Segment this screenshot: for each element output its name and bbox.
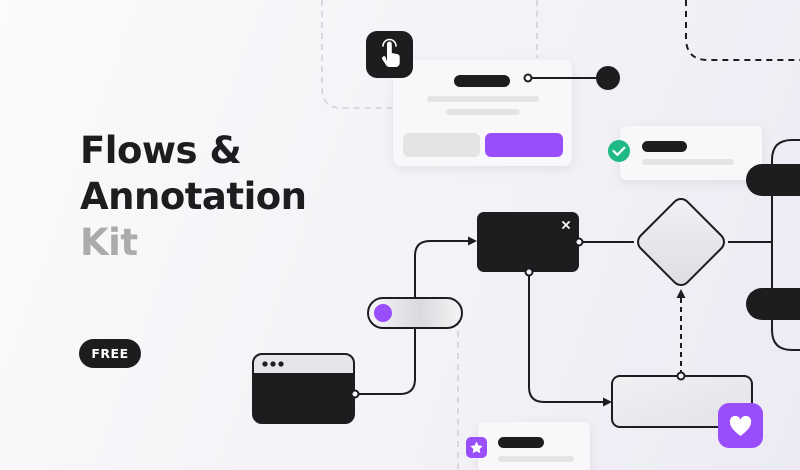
decision-node bbox=[637, 198, 725, 286]
connector-port bbox=[574, 237, 584, 247]
free-badge: FREE bbox=[79, 339, 141, 368]
star-icon bbox=[466, 437, 487, 458]
connector-port bbox=[523, 73, 533, 83]
arrow-head bbox=[676, 289, 686, 298]
window-node bbox=[252, 353, 355, 424]
popup-card bbox=[393, 60, 572, 166]
heart-icon[interactable] bbox=[718, 403, 763, 448]
arrow-head bbox=[603, 397, 612, 407]
popup-secondary-button[interactable] bbox=[403, 133, 480, 157]
toggle-knob bbox=[374, 304, 392, 322]
check-card bbox=[620, 126, 762, 180]
connector-port bbox=[350, 389, 360, 399]
right-frame-outline bbox=[771, 139, 800, 351]
popup-title-skeleton bbox=[454, 75, 510, 87]
dark-pill-top bbox=[746, 164, 800, 196]
arrow-head bbox=[468, 236, 477, 246]
dashed-frame-top bbox=[321, 0, 392, 109]
connector-port bbox=[676, 371, 686, 381]
hero-title-line-1: Flows & bbox=[80, 129, 242, 172]
dark-pill-bottom bbox=[746, 288, 800, 320]
connector-end-dot bbox=[596, 66, 620, 90]
check-circle-icon bbox=[608, 140, 630, 162]
dashed-frame-corner bbox=[685, 0, 800, 61]
check-card-text-skeleton bbox=[642, 159, 734, 165]
window-dots-icon bbox=[262, 361, 284, 367]
hero-title: Flows & Annotation Kit bbox=[80, 128, 307, 266]
star-card-title-skeleton bbox=[498, 437, 544, 448]
popup-text-skeleton-short bbox=[446, 109, 520, 115]
star-card bbox=[478, 422, 590, 470]
toggle-switch[interactable] bbox=[367, 297, 463, 329]
hero-title-line-2: Annotation bbox=[80, 175, 307, 218]
star-card-text-skeleton bbox=[498, 456, 574, 462]
process-node bbox=[477, 212, 579, 272]
hero-title-line-3: Kit bbox=[80, 221, 138, 264]
connector-port bbox=[524, 267, 534, 277]
check-card-title-skeleton bbox=[642, 141, 687, 152]
popup-text-skeleton bbox=[427, 96, 539, 102]
pointer-hand-icon bbox=[366, 31, 413, 78]
popup-primary-button[interactable] bbox=[485, 133, 563, 157]
close-icon[interactable] bbox=[562, 221, 570, 229]
connector-process-to-box bbox=[528, 272, 604, 403]
